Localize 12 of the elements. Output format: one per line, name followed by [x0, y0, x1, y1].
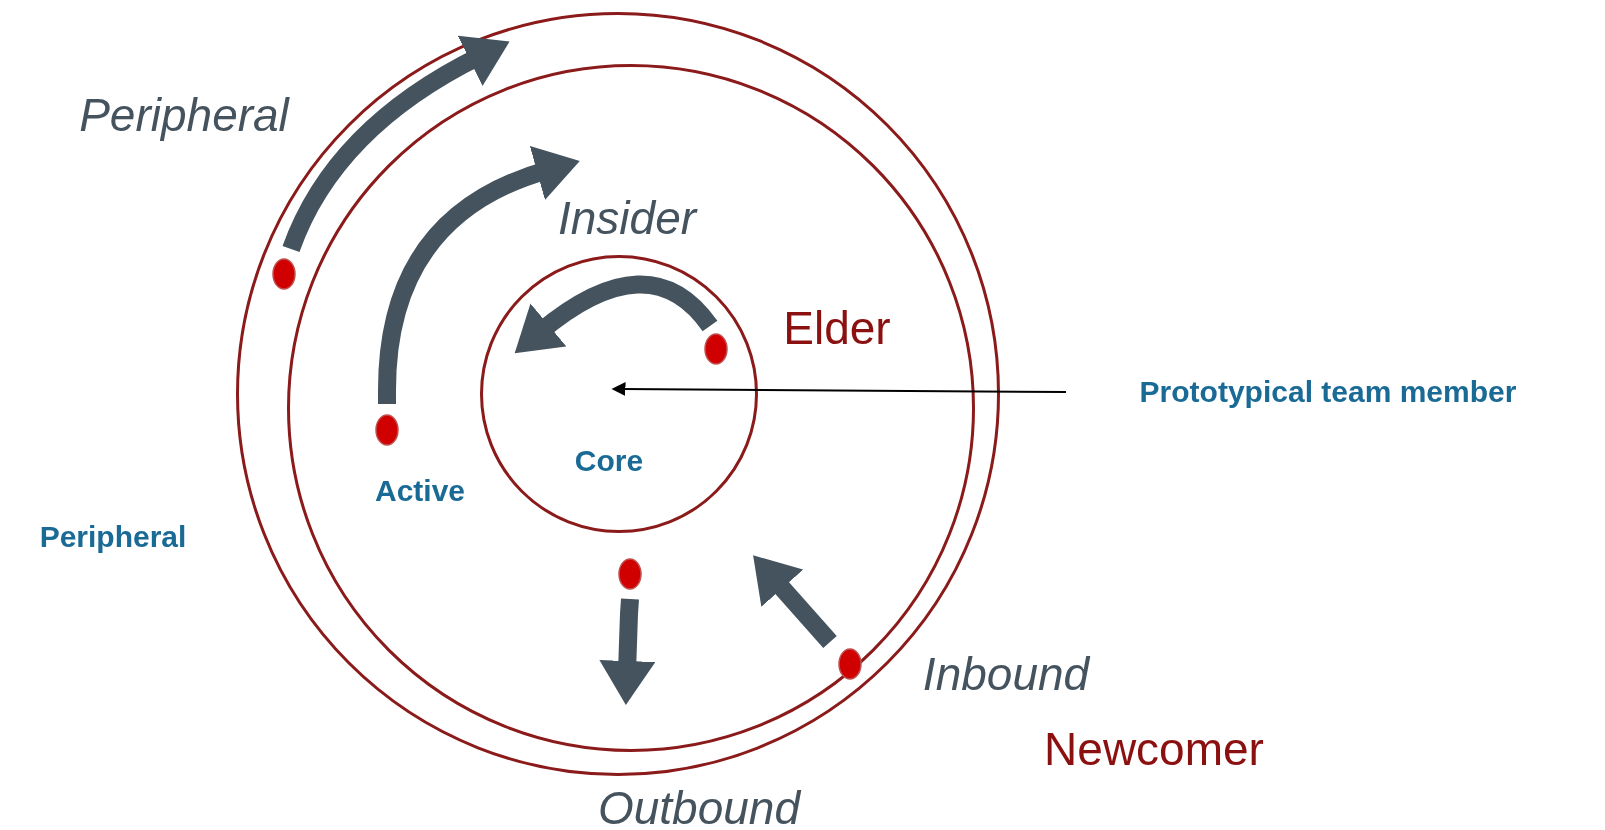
edge-label: Inbound [922, 651, 1090, 697]
edge-label: Outbound [597, 785, 801, 830]
edge-label: Insider [557, 195, 697, 241]
callout-text: Prototypical team member [1139, 377, 1517, 407]
role-label: Elder [783, 305, 891, 351]
zone-label: Peripheral [39, 522, 187, 552]
role-label: Newcomer [1044, 726, 1264, 772]
arrow [378, 146, 580, 404]
zone-label: Active [375, 476, 465, 506]
arrow [599, 598, 656, 705]
leader-line [611, 382, 1067, 396]
zone-label: Core [574, 446, 644, 476]
